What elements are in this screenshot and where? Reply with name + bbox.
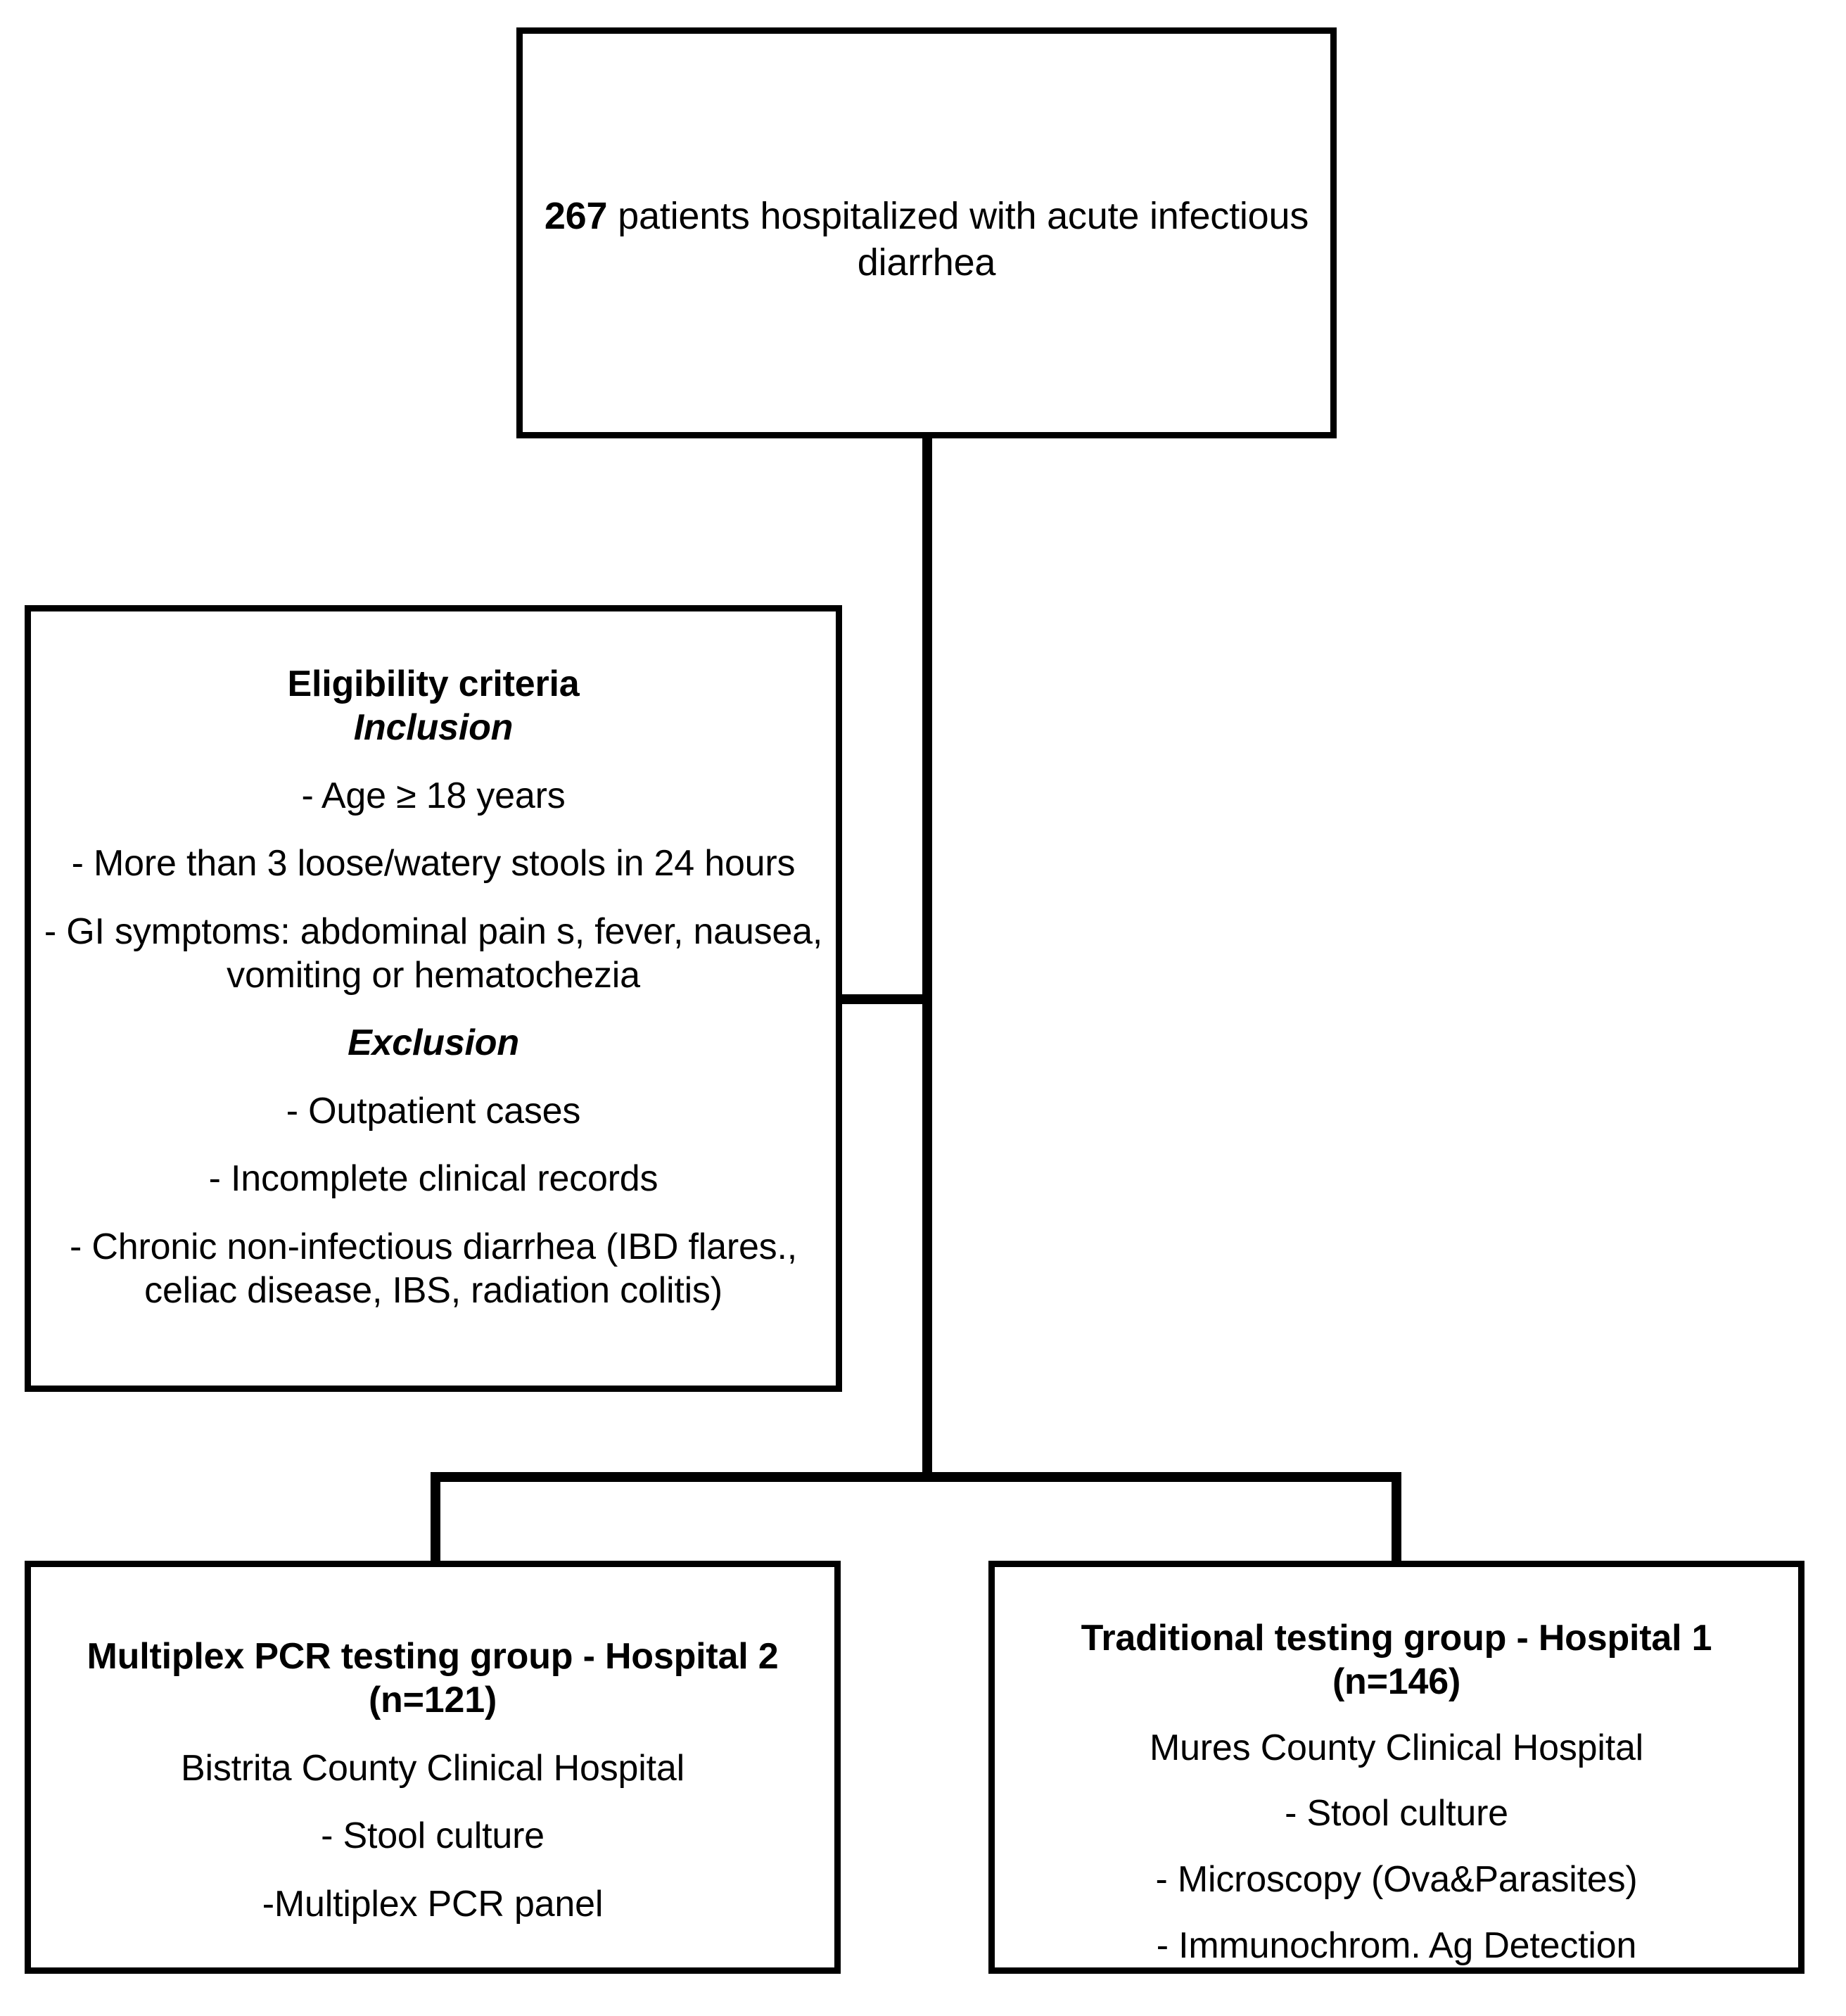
enrollment-box: 267 patients hospitalized with acute inf… (516, 27, 1337, 438)
enrollment-count: 267 (544, 195, 608, 238)
traditional-group-method-1: - Stool culture (1285, 1793, 1508, 1834)
traditional-group-method-3: - Immunochrom. Ag Detection (1156, 1925, 1637, 1966)
eligibility-box: Eligibility criteria Inclusion - Age ≥ 1… (25, 605, 842, 1392)
eligibility-exclusion-item-2: - Incomplete clinical records (208, 1158, 658, 1200)
connector-split-drop-left (431, 1472, 440, 1565)
enrollment-text: 267 patients hospitalized with acute inf… (541, 194, 1312, 286)
eligibility-exclusion-item-1: - Outpatient cases (286, 1090, 581, 1131)
multiplex-pcr-group-box: Multiplex PCR testing group - Hospital 2… (25, 1561, 841, 1974)
connector-split-drop-right (1392, 1472, 1401, 1565)
connector-enrollment-to-split (922, 433, 932, 1482)
eligibility-inclusion-heading: Inclusion (353, 707, 514, 749)
pcr-group-hospital: Bistrita County Clinical Hospital (181, 1747, 685, 1789)
connector-split-bar (431, 1472, 1401, 1482)
eligibility-exclusion-item-3: - Chronic non-infectious diarrhea (IBD f… (70, 1226, 797, 1311)
connector-eligibility-to-spine (837, 994, 927, 1004)
pcr-group-title: Multiplex PCR testing group - Hospital 2… (87, 1636, 779, 1721)
eligibility-exclusion-heading: Exclusion (348, 1022, 519, 1064)
eligibility-inclusion-item-1: - Age ≥ 18 years (301, 775, 566, 816)
eligibility-inclusion-item-3: - GI symptoms: abdominal pain s, fever, … (44, 911, 823, 996)
eligibility-inclusion-item-2: - More than 3 loose/watery stools in 24 … (71, 843, 796, 885)
traditional-testing-group-box: Traditional testing group - Hospital 1 (… (988, 1561, 1804, 1974)
pcr-group-method-1: - Stool culture (321, 1815, 545, 1857)
traditional-group-title: Traditional testing group - Hospital 1 (… (1081, 1618, 1712, 1703)
traditional-group-hospital: Mures County Clinical Hospital (1149, 1727, 1644, 1768)
pcr-group-method-2: -Multiplex PCR panel (262, 1883, 604, 1925)
enrollment-text-rest: patients hospitalized with acute infecti… (607, 195, 1309, 284)
eligibility-heading: Eligibility criteria (287, 664, 580, 704)
traditional-group-method-2: - Microscopy (Ova&Parasites) (1155, 1859, 1638, 1901)
